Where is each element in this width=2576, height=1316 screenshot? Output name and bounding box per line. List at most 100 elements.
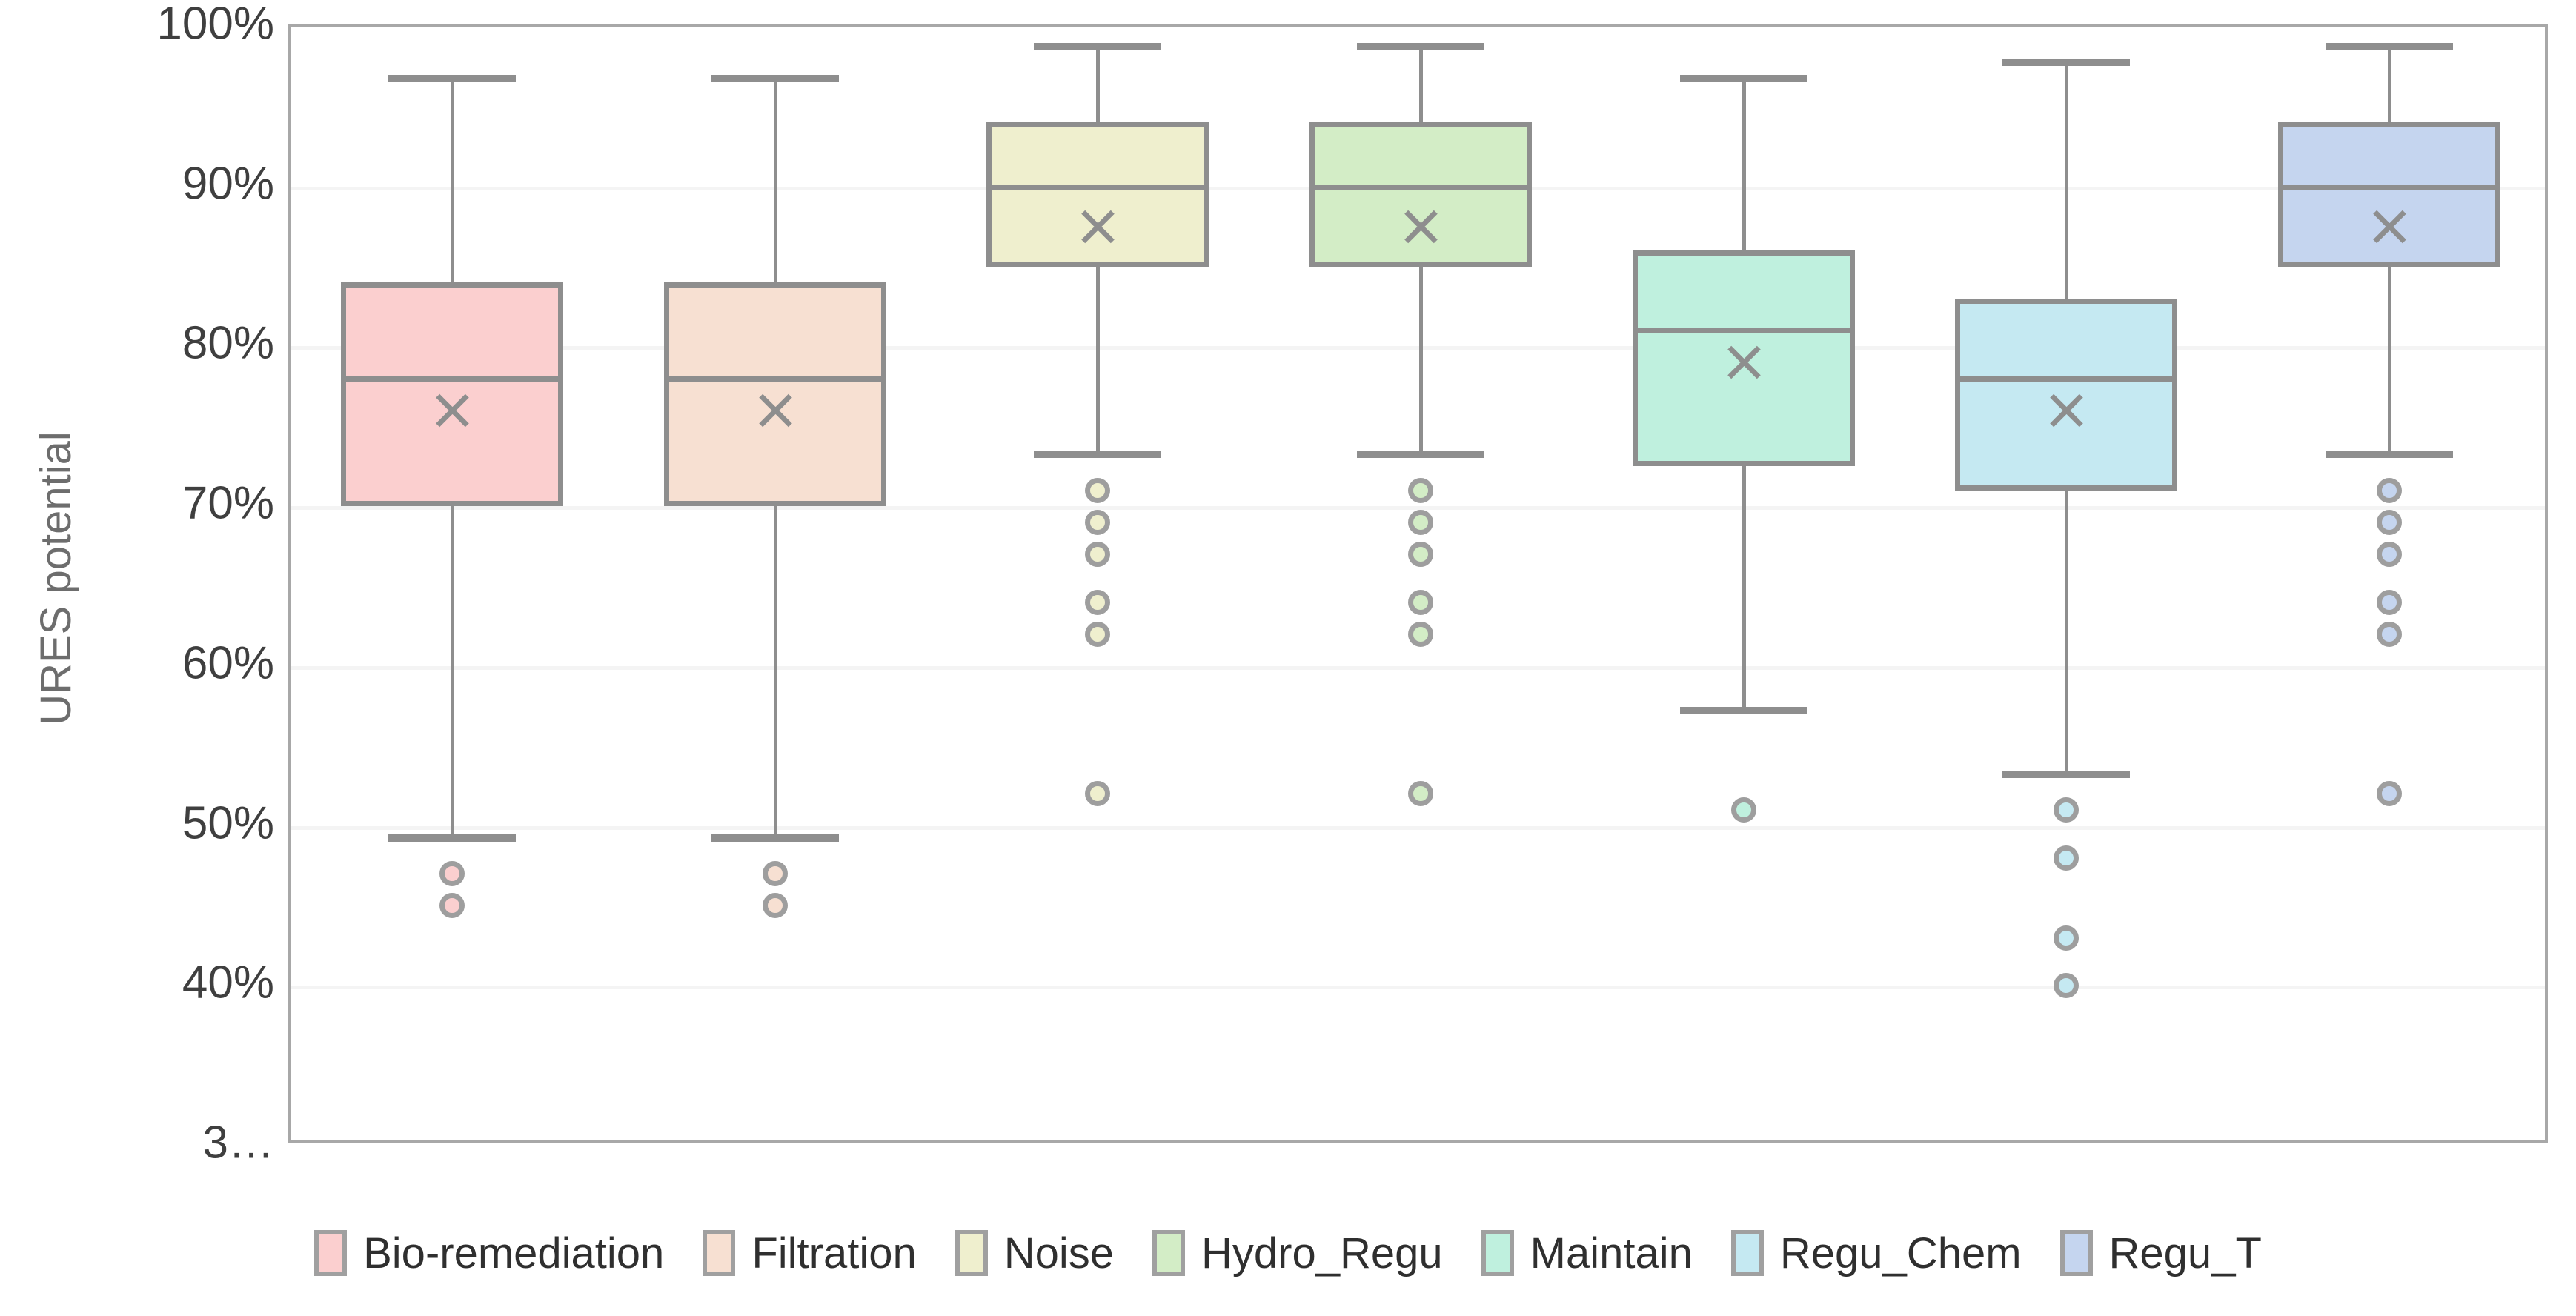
- gridline-50: [291, 825, 2545, 830]
- whisker-upper: [1418, 42, 1423, 123]
- whisker-cap-upper: [1679, 74, 1807, 82]
- gridline-60: [291, 665, 2545, 670]
- whisker-cap-upper: [2326, 42, 2454, 50]
- legend-swatch-icon: [314, 1230, 348, 1276]
- legend-label: Hydro_Regu: [1201, 1229, 1443, 1277]
- box-group-hydro-regu[interactable]: [1259, 27, 1582, 1140]
- outlier-point[interactable]: [1085, 781, 1111, 807]
- outlier-point[interactable]: [1407, 477, 1433, 503]
- y-axis-tick-labels: 100%90%80%70%60%50%40%3…: [74, 0, 274, 1169]
- whisker-cap-lower: [2326, 451, 2454, 459]
- legend-swatch-icon: [955, 1230, 988, 1276]
- outlier-point[interactable]: [2054, 797, 2079, 822]
- legend-item-noise[interactable]: Noise: [955, 1229, 1114, 1278]
- legend-swatch-icon: [1481, 1230, 1514, 1276]
- median-line: [2278, 184, 2501, 190]
- legend-swatch-icon: [703, 1230, 736, 1276]
- outlier-point[interactable]: [762, 861, 788, 887]
- median-line: [663, 376, 886, 382]
- box-group-regu-chem[interactable]: [1905, 27, 2228, 1140]
- mean-marker-x-icon: [1400, 206, 1441, 247]
- outlier-point[interactable]: [2377, 621, 2403, 647]
- outlier-point[interactable]: [2054, 925, 2079, 951]
- mean-marker-x-icon: [2368, 206, 2410, 247]
- outlier-point[interactable]: [2377, 509, 2403, 535]
- whisker-upper: [2388, 42, 2392, 123]
- outlier-point[interactable]: [1407, 781, 1433, 807]
- legend-item-regu-t[interactable]: Regu_T: [2059, 1229, 2262, 1278]
- outlier-point[interactable]: [1085, 541, 1111, 567]
- outlier-point[interactable]: [2054, 973, 2079, 999]
- whisker-cap-upper: [2002, 59, 2131, 67]
- outlier-point[interactable]: [2054, 845, 2079, 871]
- whisker-lower: [1742, 466, 1746, 714]
- legend-label: Regu_Chem: [1779, 1229, 2022, 1277]
- outlier-point[interactable]: [762, 893, 788, 919]
- y-axis-tick-80: 80%: [182, 317, 274, 369]
- median-line: [1955, 376, 2178, 382]
- outlier-point[interactable]: [2377, 477, 2403, 503]
- legend-swatch-icon: [1152, 1230, 1186, 1276]
- mean-marker-x-icon: [1723, 342, 1765, 383]
- median-line: [1309, 184, 1532, 190]
- legend-swatch-icon: [1730, 1230, 1764, 1276]
- legend-item-hydro-regu[interactable]: Hydro_Regu: [1152, 1229, 1443, 1278]
- mean-marker-x-icon: [754, 390, 796, 431]
- legend: Bio-remediation Filtration Noise Hydro_Regu…: [0, 1212, 2576, 1294]
- whisker-lower: [773, 506, 777, 843]
- outlier-point[interactable]: [1085, 509, 1111, 535]
- box-group-filtration[interactable]: [614, 27, 937, 1140]
- outlier-point[interactable]: [1730, 797, 1756, 822]
- whisker-upper: [1742, 74, 1746, 250]
- legend-item-maintain[interactable]: Maintain: [1481, 1229, 1693, 1278]
- outlier-point[interactable]: [1085, 621, 1111, 647]
- box-group-maintain[interactable]: [1582, 27, 1905, 1140]
- legend-label: Regu_T: [2108, 1229, 2262, 1277]
- median-line: [340, 376, 563, 382]
- legend-label: Maintain: [1530, 1229, 1693, 1277]
- outlier-point[interactable]: [1407, 589, 1433, 615]
- outlier-point[interactable]: [2377, 541, 2403, 567]
- whisker-cap-upper: [388, 74, 516, 82]
- box-group-bio-remediation[interactable]: [291, 27, 614, 1140]
- y-axis-tick-70: 70%: [182, 477, 274, 529]
- outlier-point[interactable]: [1407, 621, 1433, 647]
- outlier-point[interactable]: [1085, 589, 1111, 615]
- whisker-upper: [773, 74, 777, 283]
- outlier-point[interactable]: [1085, 477, 1111, 503]
- y-axis-tick-100: 100%: [156, 0, 274, 50]
- median-line: [1632, 328, 1855, 333]
- y-axis-tick-40: 40%: [182, 957, 274, 1008]
- outlier-point[interactable]: [439, 893, 465, 919]
- outlier-point[interactable]: [1407, 509, 1433, 535]
- outlier-point[interactable]: [2377, 781, 2403, 807]
- mean-marker-x-icon: [2045, 390, 2087, 431]
- box-group-noise[interactable]: [936, 27, 1259, 1140]
- legend-item-regu-chem[interactable]: Regu_Chem: [1730, 1229, 2022, 1278]
- legend-label: Noise: [1003, 1229, 1115, 1277]
- whisker-lower: [1096, 266, 1101, 459]
- whisker-cap-lower: [1034, 451, 1162, 459]
- mean-marker-x-icon: [431, 390, 473, 431]
- y-axis-title-text: URES potential: [31, 431, 80, 725]
- legend-label: Filtration: [751, 1229, 917, 1277]
- box-group-regu-t[interactable]: [2228, 27, 2551, 1140]
- gridline-70: [291, 506, 2545, 511]
- whisker-lower: [2065, 490, 2069, 778]
- whisker-cap-lower: [1679, 706, 1807, 714]
- outlier-point[interactable]: [2377, 589, 2403, 615]
- whisker-cap-lower: [388, 834, 516, 843]
- outlier-point[interactable]: [1407, 541, 1433, 567]
- plot-inner: [291, 27, 2545, 1140]
- legend-item-bio-remediation[interactable]: Bio-remediation: [314, 1229, 664, 1278]
- plot-area: [288, 24, 2548, 1143]
- whisker-lower: [1418, 266, 1423, 459]
- y-axis-tick-90: 90%: [182, 158, 274, 210]
- outlier-point[interactable]: [439, 861, 465, 887]
- legend-label: Bio-remediation: [363, 1229, 665, 1277]
- whisker-cap-upper: [1356, 42, 1484, 50]
- whisker-cap-upper: [1034, 42, 1162, 50]
- whisker-upper: [2065, 59, 2069, 299]
- legend-item-filtration[interactable]: Filtration: [703, 1229, 917, 1278]
- whisker-lower: [2388, 266, 2392, 459]
